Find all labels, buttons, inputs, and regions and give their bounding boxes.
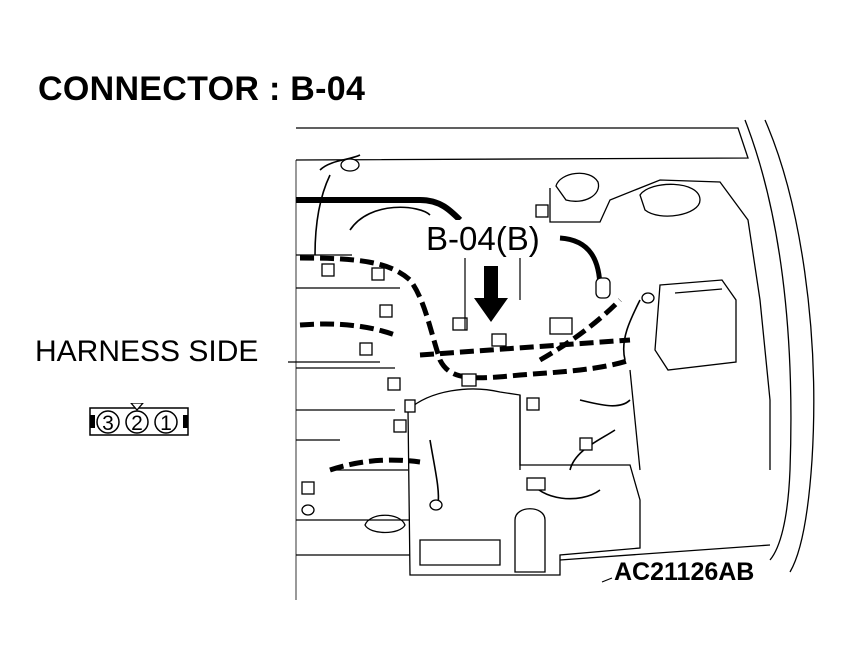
- connector-callout-label: B-04(B): [424, 220, 542, 258]
- connector-title: CONNECTOR : B-04: [38, 70, 366, 108]
- pin-label: 2: [131, 412, 143, 435]
- harness-side-label: HARNESS SIDE: [35, 335, 259, 368]
- pin-label: 1: [160, 412, 172, 435]
- pin-label: 3: [102, 412, 114, 435]
- latch-marker-icon: [130, 403, 144, 411]
- location-arrow-icon: [474, 266, 508, 322]
- figure-code: AC21126AB: [614, 558, 755, 586]
- connector-pin-diagram: 3 2 1: [89, 403, 189, 436]
